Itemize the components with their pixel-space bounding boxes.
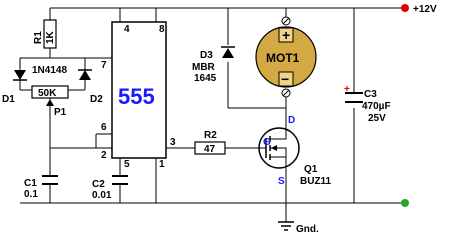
c1-value: 0.1 bbox=[24, 189, 38, 200]
c3-value: 470µF bbox=[362, 101, 391, 112]
ic-top-pins-wire bbox=[119, 8, 157, 22]
d1-label: D1 bbox=[2, 94, 15, 105]
pin-8: 8 bbox=[159, 24, 165, 35]
motor-minus: − bbox=[281, 71, 289, 87]
ic-name: 555 bbox=[118, 84, 155, 109]
ground-symbol: Gnd. bbox=[278, 221, 319, 235]
d3-part2: 1645 bbox=[194, 73, 217, 84]
motor-plus: + bbox=[282, 27, 290, 43]
d3-part: MBR bbox=[192, 62, 216, 73]
q1-drain-label: D bbox=[288, 115, 295, 126]
q1-part: BUZ11 bbox=[300, 176, 332, 187]
resistor-r1: 1K R1 bbox=[33, 19, 57, 49]
potentiometer-p1: 50K P1 bbox=[31, 85, 69, 118]
q1-source-label: S bbox=[278, 176, 285, 187]
q1-ref: Q1 bbox=[304, 164, 318, 175]
p1-value: 50K bbox=[38, 88, 57, 99]
pin-5: 5 bbox=[124, 159, 130, 170]
r1-value: 1K bbox=[45, 30, 56, 44]
d2-label: D2 bbox=[90, 94, 103, 105]
pin-1: 1 bbox=[159, 159, 165, 170]
pin-3: 3 bbox=[170, 137, 176, 148]
supply-terminal: +12V bbox=[401, 4, 437, 15]
c3-voltage: 25V bbox=[368, 113, 386, 124]
c2-ref: C2 bbox=[92, 179, 105, 190]
mosfet-q1: G D S Q1 BUZ11 bbox=[258, 115, 332, 187]
ground-terminal bbox=[401, 199, 409, 207]
wiper-wire bbox=[49, 98, 112, 149]
pin6-pin2-link bbox=[95, 133, 112, 148]
supply-label: +12V bbox=[413, 4, 437, 15]
ground-terminal-dot bbox=[401, 199, 409, 207]
p1-ref: P1 bbox=[54, 107, 67, 118]
q1-gate-label: G bbox=[263, 137, 271, 148]
c2-value: 0.01 bbox=[92, 190, 112, 201]
ic-555: 555 4 8 7 6 2 5 1 3 bbox=[101, 21, 176, 170]
motor-label: MOT1 bbox=[266, 51, 300, 65]
pin-4: 4 bbox=[124, 24, 130, 35]
d3-wire bbox=[227, 8, 286, 109]
resistor-r2: 47 R2 bbox=[194, 130, 226, 155]
pin-6: 6 bbox=[101, 122, 107, 133]
capacitor-c1: C1 0.1 bbox=[24, 175, 58, 200]
pin-7: 7 bbox=[101, 60, 107, 71]
capacitor-c3: + C3 470µF 25V bbox=[344, 84, 391, 124]
r2-ref: R2 bbox=[204, 130, 217, 141]
c3-ref: C3 bbox=[364, 89, 377, 100]
c1-ref: C1 bbox=[24, 178, 37, 189]
d3-ref: D3 bbox=[200, 50, 213, 61]
diode-d2: D2 bbox=[78, 69, 103, 105]
r2-value: 47 bbox=[204, 144, 216, 155]
r1-ref: R1 bbox=[33, 31, 44, 44]
wires bbox=[19, 7, 405, 222]
diode-d1: D1 bbox=[2, 70, 27, 105]
ground-label: Gnd. bbox=[296, 224, 319, 235]
pin-2: 2 bbox=[101, 150, 107, 161]
diode-part-label: 1N4148 bbox=[32, 65, 67, 76]
supply-terminal-dot bbox=[401, 4, 409, 12]
c3-plus: + bbox=[344, 84, 350, 95]
capacitor-c2: C2 0.01 bbox=[92, 175, 128, 201]
motor-mot1: + − MOT1 bbox=[255, 16, 317, 98]
diode-d3: D3 MBR 1645 bbox=[192, 46, 235, 84]
